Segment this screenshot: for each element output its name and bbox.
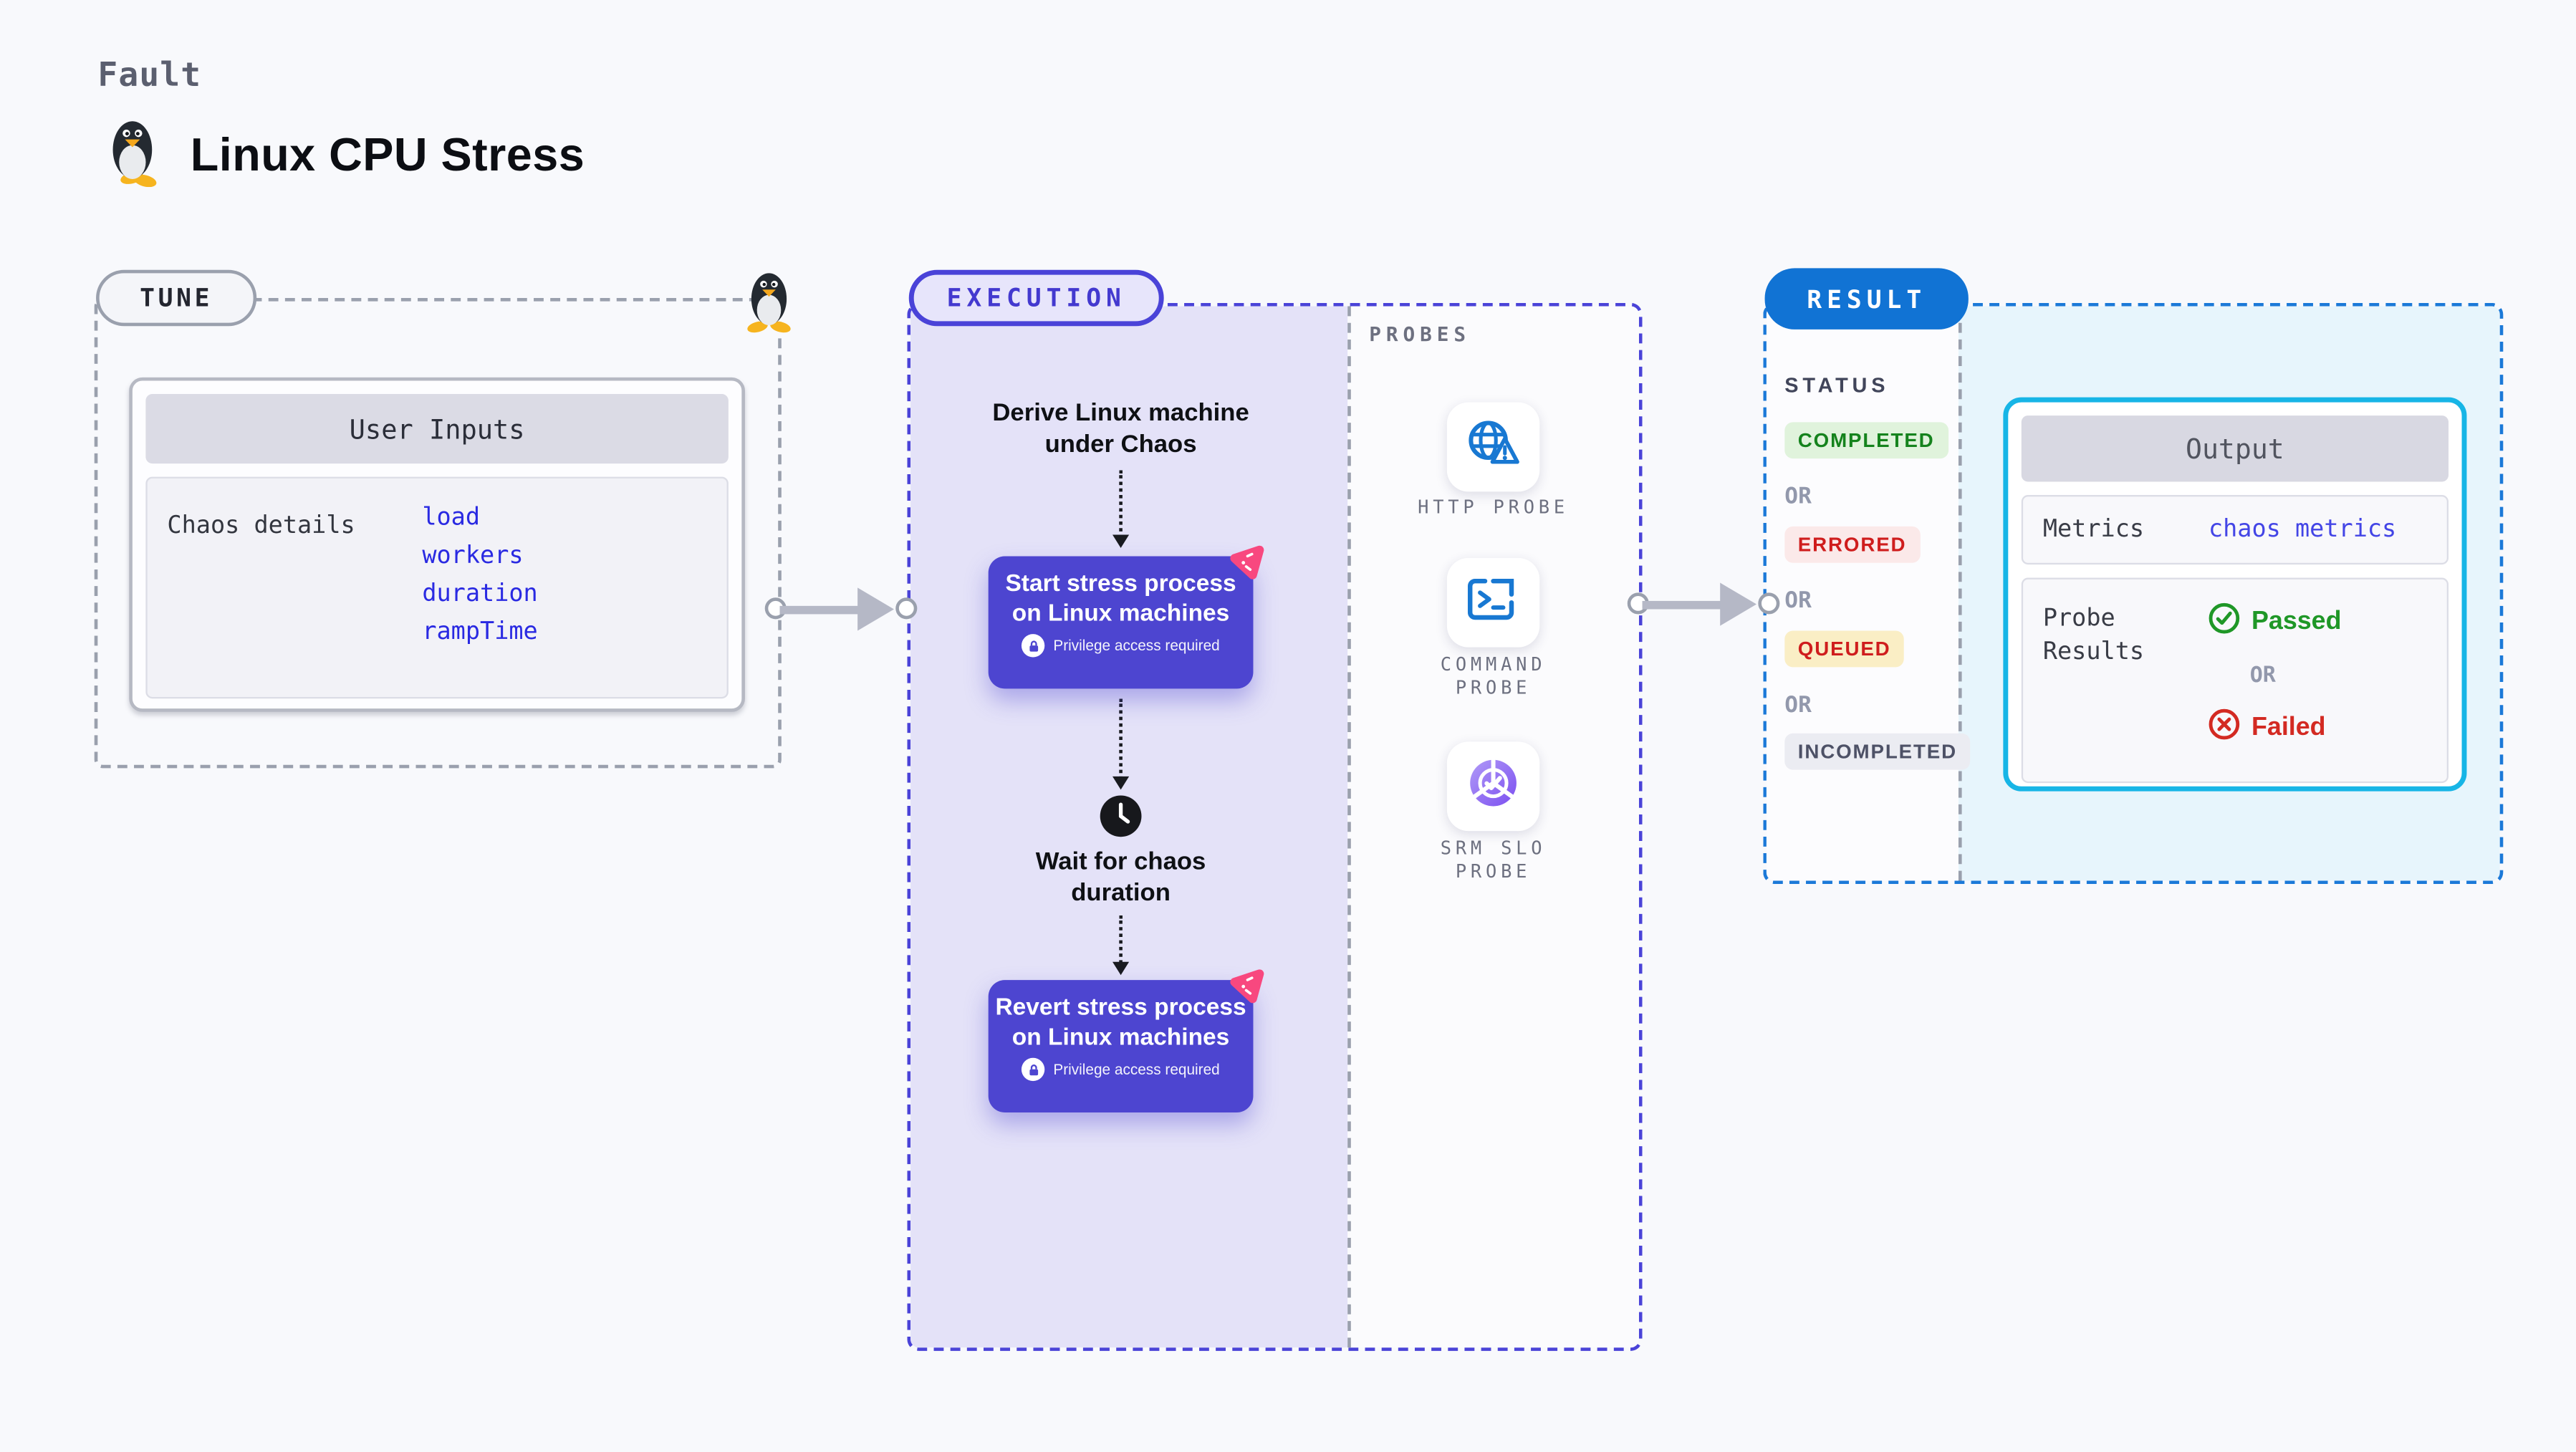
- chaos-spark-icon: [1225, 965, 1267, 1006]
- port-circle: [895, 597, 918, 620]
- connector-execution-to-result: [1627, 581, 1780, 628]
- fault-kicker: Fault: [97, 54, 202, 95]
- down-arrow-icon: [1112, 915, 1130, 976]
- connector-line: [1642, 600, 1722, 609]
- globe-alert-icon: [1464, 415, 1523, 479]
- http-probe-label: HTTP PROBE: [1418, 496, 1569, 519]
- probe-results-label: Probe Results: [2042, 605, 2145, 666]
- revert-stress-node[interactable]: Revert stress process on Linux machines …: [988, 980, 1254, 1113]
- srm-slo-probe-label: SRM SLO PROBE: [1440, 837, 1547, 883]
- result-badge: RESULT: [1764, 268, 1969, 330]
- lock-icon: [1022, 634, 1045, 658]
- connector-tune-to-execution: [764, 586, 918, 633]
- tune-section: [94, 297, 782, 769]
- tux-penguin-small-icon: [744, 268, 795, 341]
- terminal-icon: [1465, 574, 1522, 632]
- slo-pie-check-icon: [1465, 754, 1522, 819]
- tune-badge: TUNE: [96, 269, 257, 327]
- derive-step-label: Derive Linux machine under Chaos: [992, 398, 1249, 459]
- status-badge-queued: QUEUED: [1784, 630, 1905, 668]
- failed-outcome: Failed: [2209, 708, 2342, 748]
- input-link-workers[interactable]: workers: [422, 543, 524, 570]
- chaos-details-label: Chaos details: [167, 513, 355, 540]
- probe-outcomes: Passed OR Failed: [2209, 602, 2342, 758]
- start-stress-node[interactable]: Start stress process on Linux machines P…: [988, 556, 1254, 689]
- privilege-note: Privilege access required: [989, 1057, 1254, 1082]
- probe-results-row: Probe Results Passed OR: [2021, 577, 2449, 784]
- or-label: OR: [1784, 483, 1812, 510]
- status-badge-errored: ERRORED: [1784, 526, 1920, 563]
- tux-penguin-icon: [102, 116, 162, 196]
- lock-icon: [1022, 1057, 1045, 1082]
- or-label: OR: [1784, 587, 1812, 615]
- clock-icon: [1100, 794, 1143, 837]
- metrics-row: Metrics chaos metrics: [2021, 495, 2449, 565]
- status-badge-incompleted: INCOMPLETED: [1784, 733, 1971, 770]
- arrowhead-icon: [857, 587, 894, 631]
- check-circle-icon: [2209, 602, 2240, 642]
- status-heading: STATUS: [1784, 374, 1890, 398]
- start-stress-title: Start stress process on Linux machines: [1005, 571, 1236, 627]
- status-column: [1766, 306, 1959, 881]
- chaos-metrics-link[interactable]: chaos metrics: [2208, 516, 2397, 544]
- connector-line: [779, 605, 860, 614]
- privilege-note-text: Privilege access required: [1053, 637, 1220, 654]
- passed-label: Passed: [2251, 607, 2342, 636]
- down-arrow-icon: [1112, 698, 1130, 790]
- or-label: OR: [1784, 692, 1812, 718]
- input-link-ramptime[interactable]: rampTime: [422, 619, 538, 646]
- status-badge-completed: COMPLETED: [1784, 422, 1948, 459]
- privilege-note: Privilege access required: [989, 634, 1254, 658]
- failed-label: Failed: [2251, 713, 2326, 742]
- http-probe-card[interactable]: [1446, 402, 1540, 492]
- chaos-spark-icon: [1225, 542, 1267, 583]
- command-probe-label: COMMAND PROBE: [1440, 653, 1547, 699]
- input-links: load workers duration rampTime: [422, 505, 537, 697]
- execution-badge: EXECUTION: [908, 269, 1164, 327]
- down-arrow-icon: [1112, 470, 1130, 548]
- page-title-row: Linux CPU Stress: [102, 116, 585, 196]
- revert-stress-title: Revert stress process on Linux machines: [995, 994, 1246, 1051]
- srm-slo-probe-card[interactable]: [1446, 741, 1540, 832]
- passed-outcome: Passed: [2209, 602, 2342, 642]
- x-circle-icon: [2209, 708, 2240, 748]
- chaos-details-row: Chaos details load workers duration ramp…: [145, 476, 729, 699]
- metrics-label: Metrics: [2042, 516, 2145, 544]
- command-probe-card[interactable]: [1446, 557, 1540, 648]
- page-title: Linux CPU Stress: [190, 129, 585, 181]
- output-header: Output: [2021, 415, 2449, 482]
- input-link-load[interactable]: load: [422, 504, 481, 532]
- user-inputs-header: User Inputs: [145, 394, 729, 464]
- or-label: OR: [2249, 663, 2276, 689]
- probes-heading: PROBES: [1369, 322, 1471, 347]
- user-inputs-card: User Inputs Chaos details load workers d…: [129, 377, 745, 712]
- arrowhead-icon: [1720, 582, 1757, 626]
- privilege-note-text: Privilege access required: [1053, 1061, 1220, 1078]
- input-link-duration[interactable]: duration: [422, 581, 538, 608]
- wait-step-label: Wait for chaos duration: [1035, 847, 1206, 908]
- output-panel: Output Metrics chaos metrics Probe Resul…: [2003, 397, 2467, 792]
- port-circle: [1758, 592, 1780, 615]
